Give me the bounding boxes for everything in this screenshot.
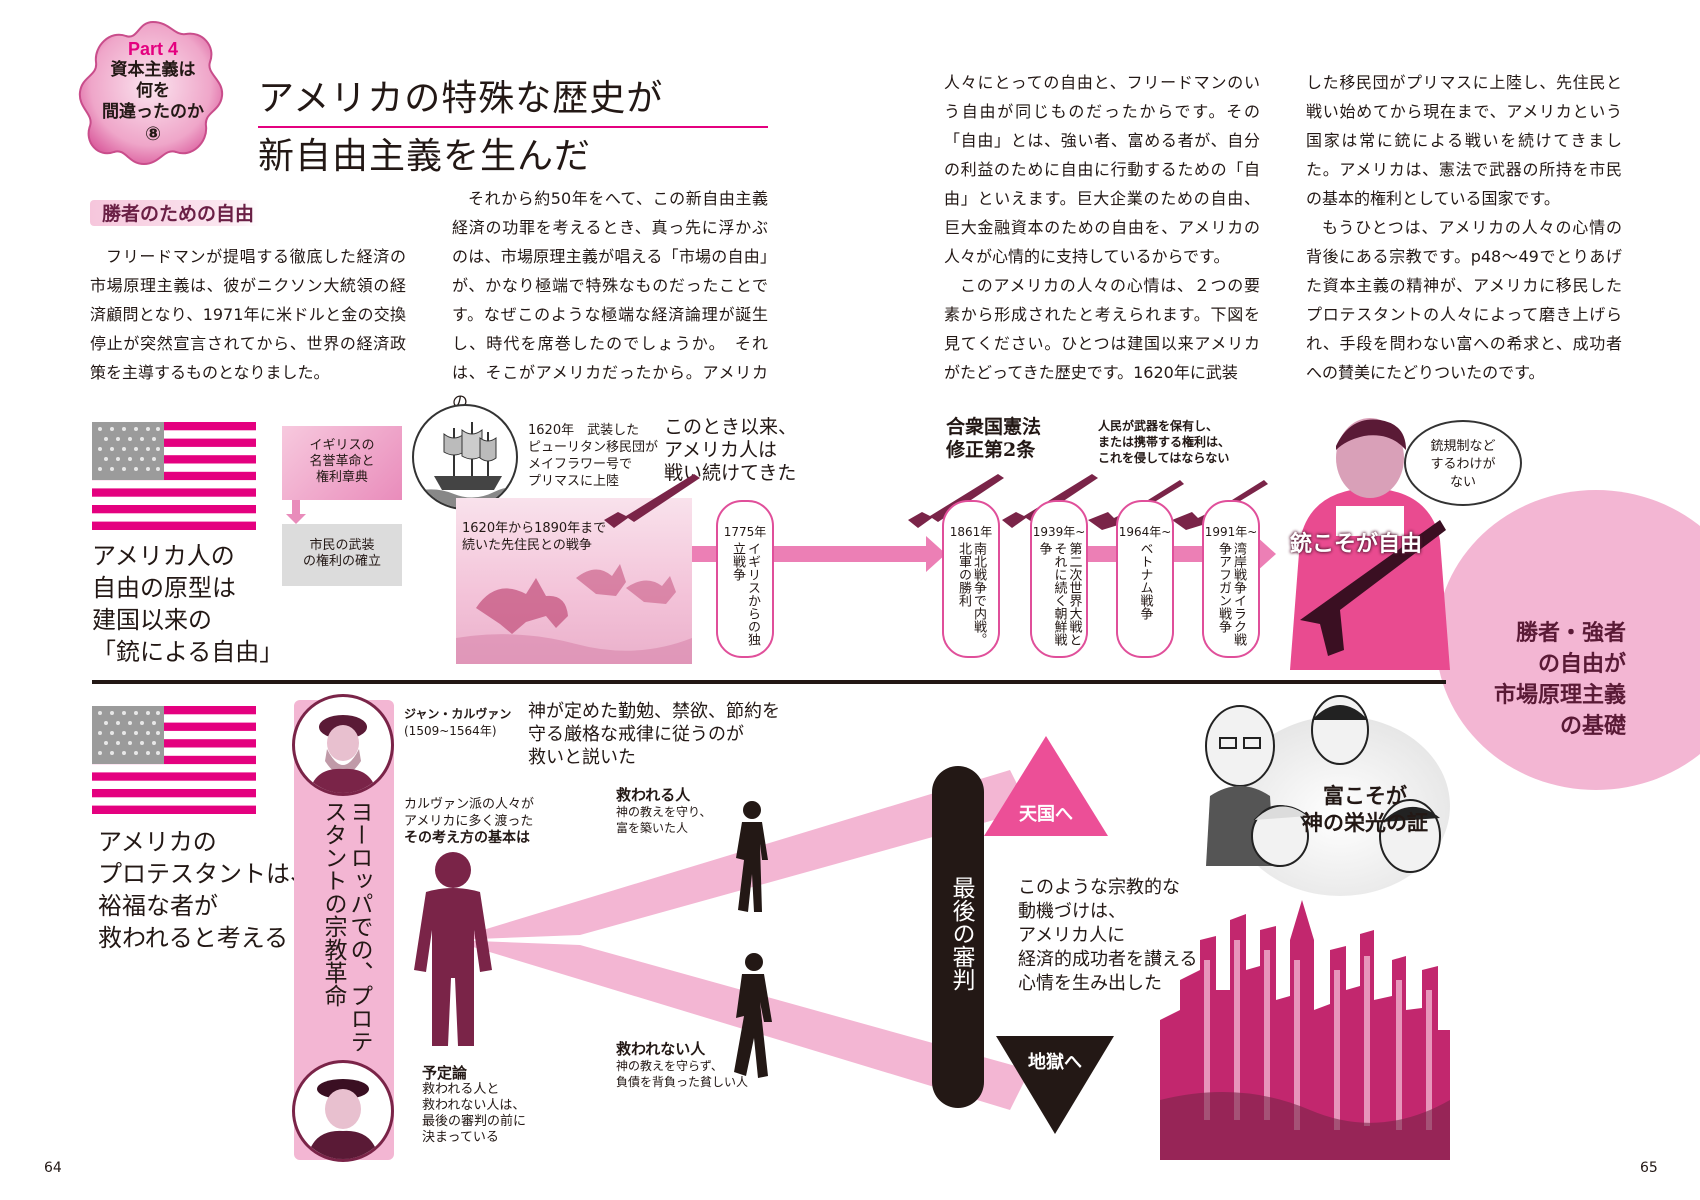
us-flag-icon — [92, 706, 256, 814]
bottom-left-caption: アメリカの プロテスタントは、 裕福な者が 救われると考える — [98, 828, 314, 952]
last-judgment-label: 最後の審判 — [948, 876, 974, 991]
person-figure-icon — [408, 850, 498, 1050]
constitution-heading: 合衆国憲法 修正第2条 — [946, 416, 1042, 461]
text-column-2: それから約50年をへて、この新自由主義経済の功罪を考えるとき、真っ先に浮かぶのは… — [452, 189, 768, 411]
conclusion-text: 勝者・強者 の自由が 市場原理主義 の基礎 — [1493, 621, 1626, 739]
last-judgment-bar — [932, 766, 984, 1108]
mayflower-ship-icon — [412, 404, 518, 510]
wealth-proof-label: 富こそが 神の栄光の証 — [1302, 783, 1428, 835]
unsaved-note: 救われない人 神の教えを守らず、 負債を背負った貧しい人 — [616, 1040, 749, 1089]
war-pill-1939: 1939年~ 第二次世界大戦とそれに続く朝鮮戦争 — [1030, 500, 1088, 658]
mayflower-note: 1620年 武装した ピューリタン移民団が メイフラワー号で プリマスに上陸 — [528, 423, 659, 489]
calvin-portrait-icon — [292, 694, 394, 796]
rifle-icon — [604, 470, 704, 530]
badge-line-4: ⑧ — [144, 123, 162, 145]
politician-figure-icon — [1280, 410, 1460, 670]
conclusion-disc — [1436, 490, 1700, 790]
saved-note: 救われる人 神の教えを守り、 富を築いた人 — [616, 786, 712, 835]
down-arrow-icon — [286, 500, 306, 524]
badge-line-3: 間違ったのか — [102, 102, 204, 122]
heading-brush-icon — [90, 200, 260, 226]
walking-man-icon — [726, 800, 776, 916]
page-title: アメリカの特殊な歴史が 新自由主義を生んだ — [258, 74, 778, 182]
england-box: イギリスの 名誉革命と 権利章典 — [282, 426, 402, 500]
reformation-label: ヨーロッパでの、プロテスタントの宗教革命 — [320, 800, 372, 1053]
part-label: Part 4 — [127, 39, 179, 59]
heaven-triangle: 天国へ — [984, 736, 1108, 836]
flower-badge-icon — [78, 20, 224, 166]
calvin-quote: 神が定めた勤勉、禁欲、節約を 守る厳格な戒律に従うのが 救いと説いた — [528, 701, 780, 768]
rifle-icon — [908, 470, 1008, 530]
assault-rifle-icon — [1088, 472, 1188, 532]
badge-line-1: 資本主義は — [110, 60, 196, 80]
arrow-head-icon — [1256, 536, 1276, 572]
us-flag-icon — [92, 422, 256, 530]
assault-rifle-icon — [1172, 472, 1272, 532]
speech-bubble: 銃規制など するわけが ない — [1404, 420, 1522, 506]
native-war-caption: 1620年から1890年まで 続いた先住民との戦争 — [462, 521, 607, 553]
part-badge: Part 4 資本主義は 何を 間違ったのか ⑧ — [78, 18, 228, 168]
amendment-text: 人民が武器を保有し、 または携帯する権利は、 これを侵してはならない — [1098, 419, 1231, 465]
city-skyline-illustration — [1160, 900, 1450, 1160]
war-pill-1861: 1861年 南北戦争で内戦。北軍の勝利 — [942, 500, 1000, 658]
top-left-caption: アメリカ人の 自由の原型は 建国以来の 「銃による自由」 — [92, 542, 284, 666]
gun-freedom-label: 銃こそが自由 — [1290, 532, 1423, 557]
calvin-label: ジャン・カルヴァン (1509~1564年) — [404, 707, 512, 738]
title-divider — [258, 126, 768, 128]
page-number-left: 64 — [44, 1160, 62, 1176]
calvinists-note: カルヴァン派の人々が アメリカに多く渡った その考え方の基本は — [404, 797, 535, 846]
title-line-1: アメリカの特殊な歴史が — [258, 78, 664, 119]
badge-line-2: 何を — [136, 81, 170, 101]
text-column-3: 人々にとっての自由と、フリードマンのいう自由が同じものだったからです。その「自由… — [944, 73, 1260, 382]
section-heading: 勝者のための自由 — [90, 196, 310, 228]
motivation-text: このような宗教的な 動機づけは、 アメリカ人に 経済的成功者を讃える 心情を生み… — [1018, 877, 1198, 994]
predestination-note: 予定論 救われる人と 救われない人は、 最後の審判の前に 決まっている — [422, 1064, 527, 1145]
war-pill-1775: 1775年 イギリスからの独立戦争 — [716, 500, 774, 658]
text-column-1: フリードマンが提唱する徹底した経済の市場原理主義は、彼がニクソン大統領の経済顧問… — [90, 247, 406, 382]
hell-triangle: 地獄へ — [996, 1036, 1114, 1134]
diagram-divider — [92, 680, 1446, 684]
luther-portrait-icon — [292, 1060, 394, 1162]
native-war-illustration: 1620年から1890年まで 続いた先住民との戦争 — [456, 498, 692, 664]
citizen-arms-box: 市民の武装 の権利の確立 — [282, 524, 402, 586]
page-number-right: 65 — [1640, 1160, 1658, 1176]
arrow-head-icon — [926, 536, 946, 572]
walking-man-icon — [728, 952, 778, 1082]
billionaires-illustration: 富こそが 神の栄光の証 — [1190, 686, 1470, 916]
battle-scene-icon — [456, 564, 692, 664]
title-line-2: 新自由主義を生んだ — [258, 136, 592, 177]
text-column-4: した移民団がプリマスに上陸し、先住民と戦い始めてから現在まで、アメリカという国家… — [1306, 73, 1622, 382]
war-pill-1964: 1964年~ ベトナム戦争 — [1116, 500, 1174, 658]
war-pill-1991: 1991年~ 湾岸戦争イラク戦争アフガン戦争 — [1202, 500, 1260, 658]
